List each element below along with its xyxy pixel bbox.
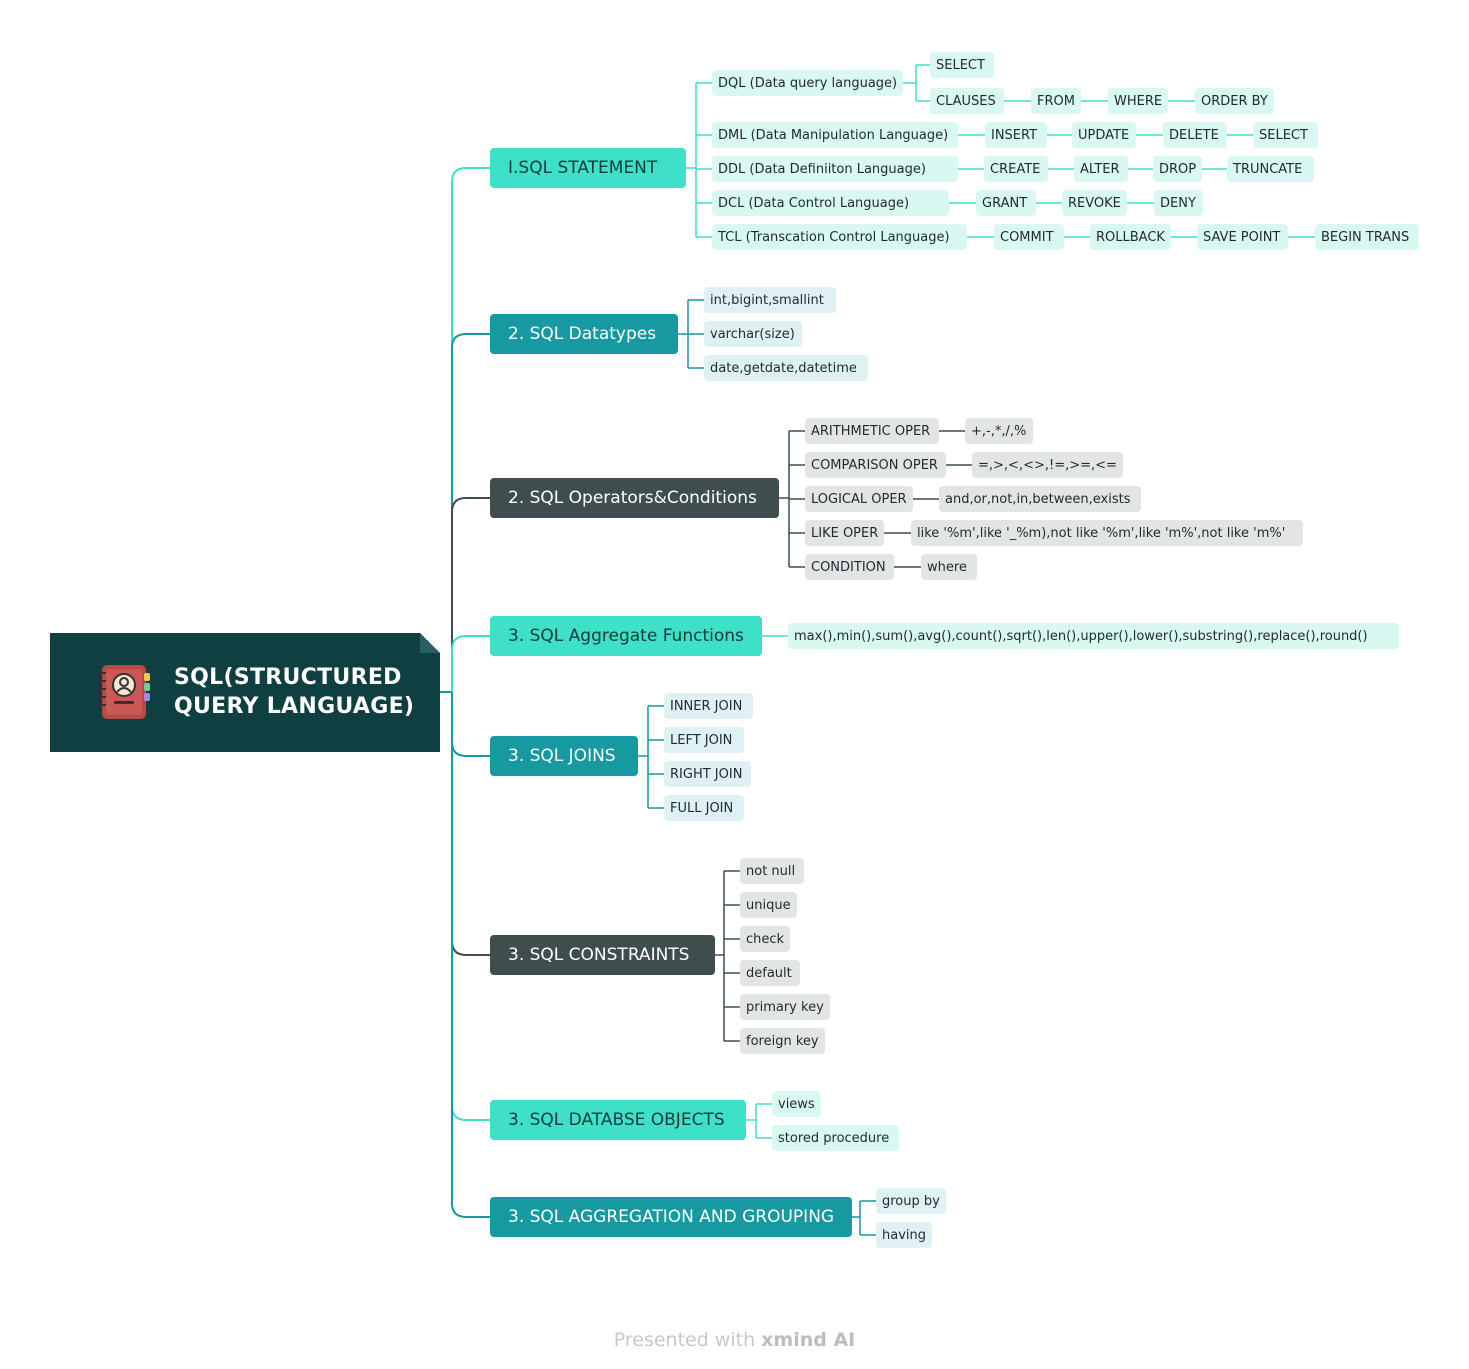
connector-line <box>451 635 490 692</box>
chain-tcl-2[interactable]: SAVE POINT <box>1197 224 1288 250</box>
branch-b2[interactable]: 2. SQL Datatypes <box>490 314 678 354</box>
topic-ag1[interactable]: max(),min(),sum(),avg(),count(),sqrt(),l… <box>788 623 1399 649</box>
chain-ddl-1[interactable]: ALTER <box>1074 156 1128 182</box>
topic-dt1[interactable]: int,bigint,smallint <box>704 287 836 313</box>
topic-j3[interactable]: RIGHT JOIN <box>664 761 751 787</box>
chain-dcl-2[interactable]: DENY <box>1154 190 1203 216</box>
topic-g1[interactable]: group by <box>876 1188 946 1214</box>
topic-op1[interactable]: ARITHMETIC OPER <box>805 418 939 444</box>
chain-ddl-2[interactable]: DROP <box>1153 156 1203 182</box>
chain-op5-0[interactable]: where <box>921 554 977 580</box>
topic-op3[interactable]: LOGICAL OPER <box>805 486 913 512</box>
topic-dql-s[interactable]: SELECT <box>930 52 994 78</box>
chain-tcl-3[interactable]: BEGIN TRANS <box>1315 224 1419 250</box>
footer-brand: xmind AI <box>761 1329 856 1351</box>
connector-line <box>451 333 490 692</box>
connector-line <box>451 167 490 692</box>
topic-tcl[interactable]: TCL (Transcation Control Language) <box>712 224 967 250</box>
topic-j2[interactable]: LEFT JOIN <box>664 727 744 753</box>
topic-op2[interactable]: COMPARISON OPER <box>805 452 946 478</box>
branch-b6[interactable]: 3. SQL CONSTRAINTS <box>490 935 715 975</box>
topic-g2[interactable]: having <box>876 1222 933 1248</box>
branch-b7[interactable]: 3. SQL DATABSE OBJECTS <box>490 1100 746 1140</box>
topic-c2[interactable]: unique <box>740 892 797 918</box>
chain-dql-c-1[interactable]: WHERE <box>1108 88 1169 114</box>
chain-dml-1[interactable]: UPDATE <box>1072 122 1136 148</box>
corner-fold <box>420 633 440 653</box>
branch-b1[interactable]: I.SQL STATEMENT <box>490 148 686 188</box>
topic-c3[interactable]: check <box>740 926 791 952</box>
chain-dcl-0[interactable]: GRANT <box>976 190 1036 216</box>
chain-ddl-3[interactable]: TRUNCATE <box>1227 156 1314 182</box>
branch-b8[interactable]: 3. SQL AGGREGATION AND GROUPING <box>490 1197 853 1237</box>
topic-o1[interactable]: views <box>772 1091 821 1117</box>
topic-c6[interactable]: foreign key <box>740 1028 825 1054</box>
chain-tcl-0[interactable]: COMMIT <box>994 224 1064 250</box>
topic-j1[interactable]: INNER JOIN <box>664 693 753 719</box>
chain-dql-c-2[interactable]: ORDER BY <box>1195 88 1274 114</box>
chain-op3-0[interactable]: and,or,not,in,between,exists <box>939 486 1141 512</box>
chain-op2-0[interactable]: =,>,<,<>,!=,>=,<= <box>972 452 1123 478</box>
chain-ddl-0[interactable]: CREATE <box>984 156 1048 182</box>
topic-op4[interactable]: LIKE OPER <box>805 520 885 546</box>
footer-credit: Presented with xmind AI <box>0 1329 1469 1351</box>
root-title: SQL(STRUCTURED QUERY LANGUAGE) <box>174 665 415 719</box>
connector-line <box>451 497 490 692</box>
chain-dml-0[interactable]: INSERT <box>985 122 1047 148</box>
topic-dql[interactable]: DQL (Data query language) <box>712 70 904 96</box>
chain-op1-0[interactable]: +,-,*,/,% <box>965 418 1033 444</box>
topic-dml[interactable]: DML (Data Manipulation Language) <box>712 122 958 148</box>
topic-c5[interactable]: primary key <box>740 994 830 1020</box>
connector-line <box>451 692 490 757</box>
chain-tcl-1[interactable]: ROLLBACK <box>1090 224 1171 250</box>
chain-dml-3[interactable]: SELECT <box>1253 122 1318 148</box>
topic-dt3[interactable]: date,getdate,datetime <box>704 355 868 381</box>
chain-dcl-1[interactable]: REVOKE <box>1062 190 1127 216</box>
topic-op5[interactable]: CONDITION <box>805 554 894 580</box>
connector-line <box>451 692 490 956</box>
branch-b5[interactable]: 3. SQL JOINS <box>490 736 638 776</box>
topic-c4[interactable]: default <box>740 960 800 986</box>
branch-b3[interactable]: 2. SQL Operators&Conditions <box>490 478 779 518</box>
topic-j4[interactable]: FULL JOIN <box>664 795 744 821</box>
topic-o2[interactable]: stored procedure <box>772 1125 899 1151</box>
chain-op4-0[interactable]: like '%m',like '_%m),not like '%m',like … <box>911 520 1303 546</box>
connector-line <box>451 692 490 1218</box>
topic-dcl[interactable]: DCL (Data Control Language) <box>712 190 949 216</box>
chain-dql-c-0[interactable]: FROM <box>1031 88 1081 114</box>
topic-ddl[interactable]: DDL (Data Definiiton Language) <box>712 156 958 182</box>
footer-prefix: Presented with <box>613 1329 762 1351</box>
branch-b4[interactable]: 3. SQL Aggregate Functions <box>490 616 762 656</box>
root-topic[interactable]: SQL(STRUCTURED QUERY LANGUAGE) <box>50 633 440 752</box>
topic-dt2[interactable]: varchar(size) <box>704 321 802 347</box>
topic-dql-c[interactable]: CLAUSES <box>930 88 1004 114</box>
chain-dml-2[interactable]: DELETE <box>1163 122 1227 148</box>
topic-c1[interactable]: not null <box>740 858 804 884</box>
address-book-icon <box>97 665 150 719</box>
